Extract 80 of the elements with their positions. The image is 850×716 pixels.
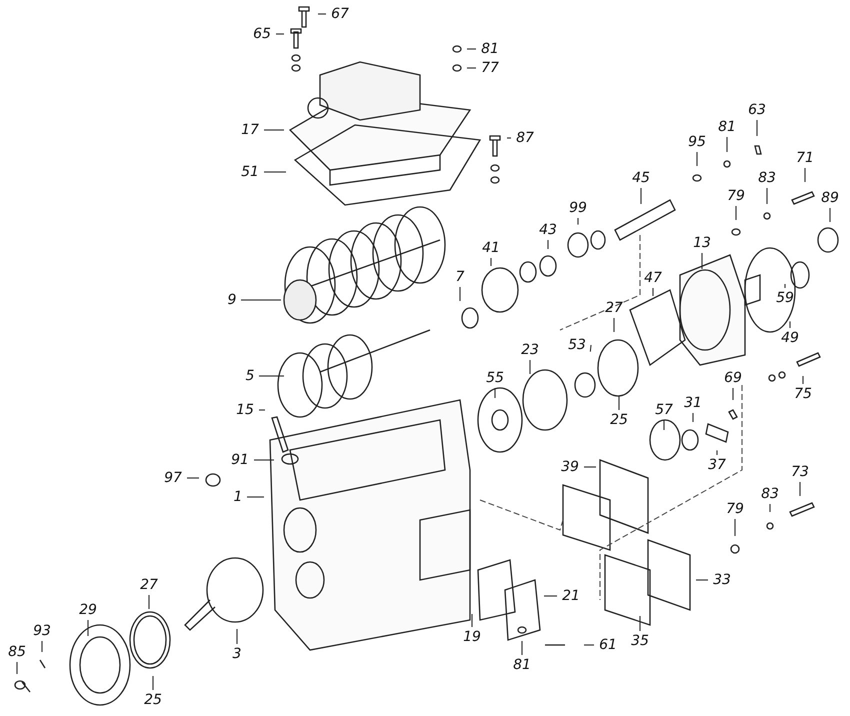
leader-line — [692, 412, 694, 422]
leader-line — [584, 644, 594, 646]
callout-number: 37 — [708, 457, 726, 473]
leader-line — [246, 496, 264, 498]
callout-number: 5 — [246, 368, 254, 384]
callout-number: 79 — [727, 188, 745, 204]
leader-line — [618, 396, 620, 410]
callout-number: 23 — [521, 342, 539, 358]
callout-number: 3 — [232, 646, 242, 662]
callout-number: 25 — [610, 412, 628, 428]
callout-number: 27 — [605, 300, 623, 316]
leader-line — [652, 288, 654, 296]
callout-number: 57 — [655, 402, 673, 418]
callout-number: 71 — [796, 150, 814, 166]
callout-number: 81 — [513, 657, 531, 673]
callout-number: 63 — [748, 102, 766, 118]
callout-number: 89 — [821, 190, 839, 206]
callout-number: 95 — [688, 134, 706, 150]
callout-number: 69 — [724, 370, 742, 386]
callout-number: 51 — [241, 164, 259, 180]
callout-number: 61 — [599, 637, 617, 653]
callout-number: 93 — [33, 623, 51, 639]
callout-number: 21 — [562, 588, 580, 604]
leader-line — [784, 284, 786, 288]
callout-number: 15 — [236, 402, 254, 418]
callout-number: 73 — [791, 464, 809, 480]
callout-number: 79 — [726, 501, 744, 517]
callout-number: 83 — [758, 170, 776, 186]
callout-number: 85 — [8, 644, 26, 660]
callout-number: 77 — [481, 60, 499, 76]
leader-line — [152, 676, 154, 690]
callout-number: 33 — [713, 572, 731, 588]
callout-number: 97 — [164, 470, 182, 486]
leader-line — [802, 376, 804, 384]
callout-number: 59 — [776, 290, 794, 306]
callout-number: 83 — [761, 486, 779, 502]
leader-line — [590, 344, 592, 352]
leader-line — [696, 152, 698, 166]
leader-line — [732, 388, 734, 400]
callout-number: 87 — [516, 130, 534, 146]
callout-number: 7 — [456, 269, 464, 285]
callout-number: 47 — [644, 270, 662, 286]
callout-number: 67 — [331, 6, 349, 22]
leader-line — [766, 188, 768, 204]
leader-line — [16, 662, 18, 674]
callout-number: 75 — [794, 386, 812, 402]
leader-line — [726, 136, 728, 152]
callout-number: 43 — [539, 222, 557, 238]
callout-number: 53 — [568, 337, 586, 353]
leader-line — [236, 628, 238, 644]
callout-number: 35 — [631, 633, 649, 649]
callout-number: 1 — [234, 489, 242, 505]
leader-line — [584, 466, 596, 468]
leader-line — [804, 168, 806, 182]
callout-number: 49 — [781, 330, 799, 346]
callout-number: 41 — [482, 240, 500, 256]
callout-number: 39 — [561, 459, 579, 475]
callout-number: 13 — [693, 235, 711, 251]
leader-line — [490, 258, 492, 266]
callout-number: 31 — [684, 395, 702, 411]
callout-number: 17 — [241, 122, 259, 138]
callout-number: 19 — [463, 629, 481, 645]
callout-number: 25 — [144, 692, 162, 708]
leader-line — [494, 388, 496, 398]
leader-line — [756, 120, 758, 136]
leader-line — [466, 48, 476, 50]
callout-number: 81 — [718, 119, 736, 135]
callout-number: 29 — [79, 602, 97, 618]
callout-number: 91 — [231, 452, 249, 468]
leader-line — [640, 188, 642, 204]
callout-number: 65 — [253, 26, 271, 42]
leader-line — [148, 594, 150, 610]
callout-number: 27 — [140, 577, 158, 593]
callout-number: 55 — [486, 370, 504, 386]
callout-number: 81 — [481, 41, 499, 57]
callout-number: 9 — [228, 292, 236, 308]
callout-number: 45 — [632, 170, 650, 186]
leader-line — [716, 450, 718, 456]
leader-line — [734, 518, 736, 536]
callout-number: 99 — [569, 200, 587, 216]
